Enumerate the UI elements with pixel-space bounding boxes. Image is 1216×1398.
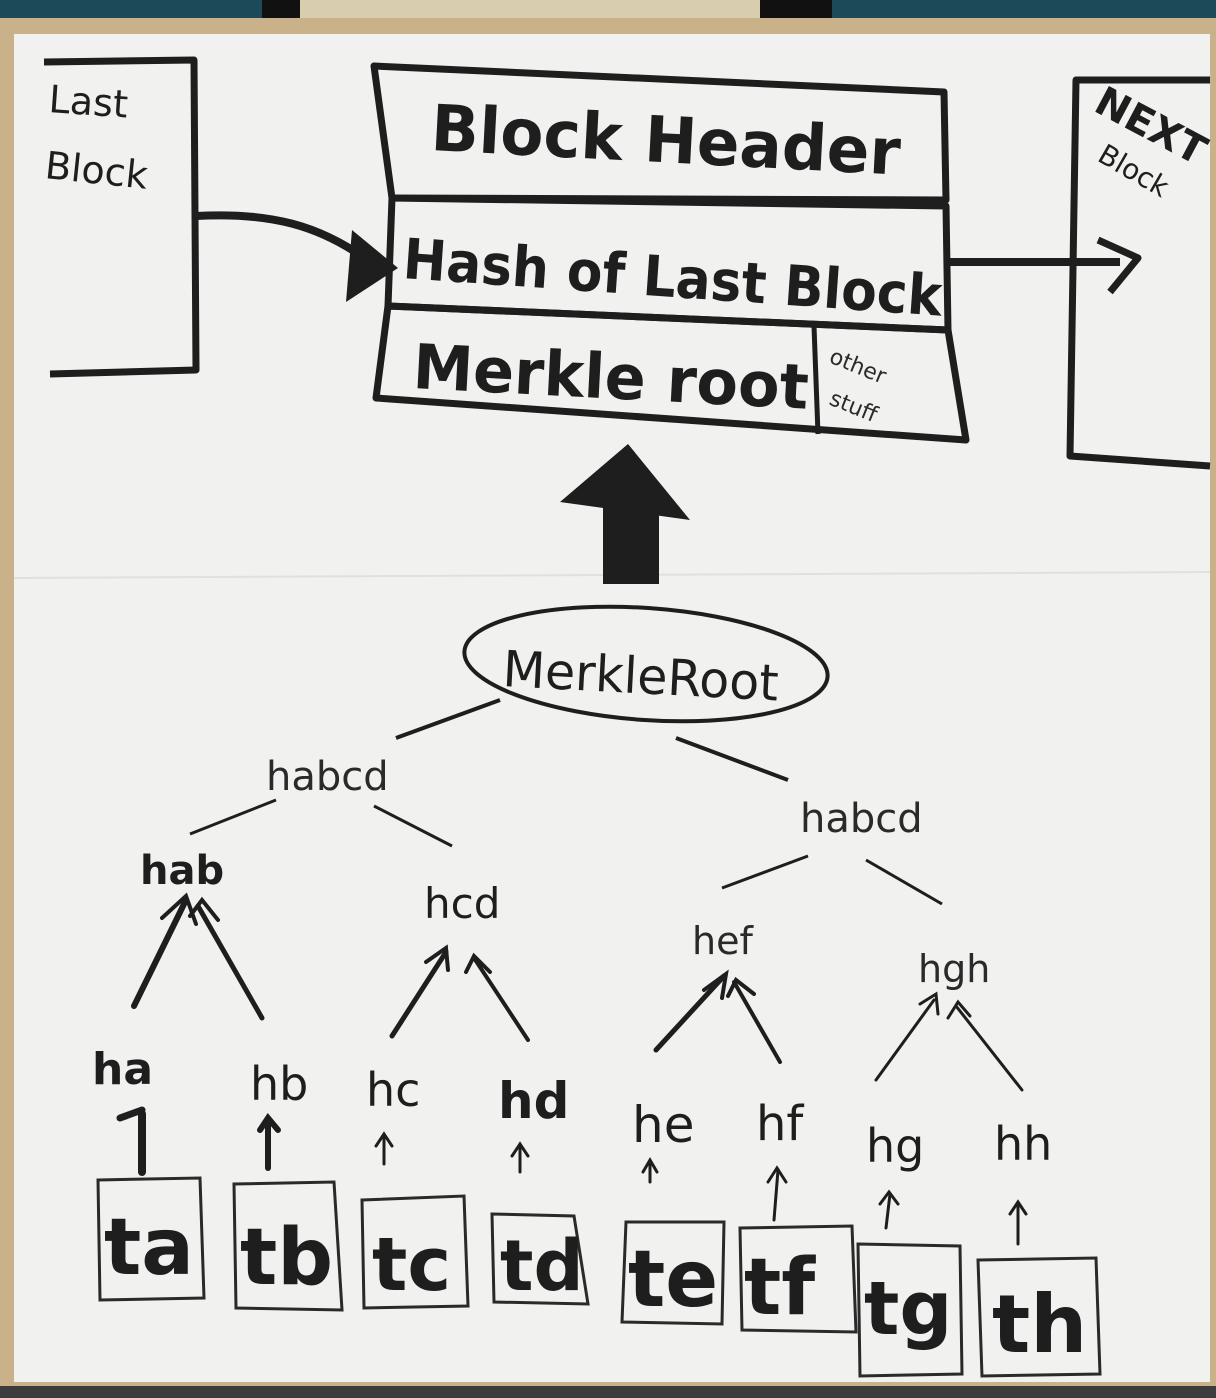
arrowhead-hab-right [188, 896, 220, 922]
tx-label-th: th [992, 1278, 1087, 1371]
arrowhead-hd [510, 1141, 530, 1158]
block-header-row [370, 62, 950, 204]
last-block-label-2: Block [43, 143, 150, 198]
level2-right-label: habcd [800, 796, 923, 842]
arrow-tg-hg [884, 1192, 892, 1230]
tx-label-tg: tg [864, 1266, 952, 1352]
hash-label-hf: hf [756, 1096, 804, 1152]
edge-root-left [395, 698, 501, 740]
level1-label-hab: hab [140, 848, 224, 894]
arrow-ha-hab [131, 897, 189, 1009]
tx-boxes [96, 1176, 1102, 1378]
arrowhead-hf [766, 1165, 788, 1184]
hash-label-hc: hc [366, 1063, 420, 1117]
hash-label-he: he [632, 1096, 694, 1154]
arrow-hg-hgh [874, 998, 936, 1082]
arrowhead-hgh-left [918, 991, 940, 1016]
tx-label-tf: tf [744, 1243, 816, 1333]
merkle-up-arrow [560, 444, 690, 584]
arrowhead-hc [374, 1131, 394, 1148]
tx-label-tc: tc [372, 1222, 451, 1308]
tx-box-tg [856, 1242, 964, 1378]
tx-box-tf [738, 1224, 858, 1334]
arrow-hc-hcd [389, 949, 449, 1039]
level2-left-label: habcd [266, 754, 389, 800]
level1-label-hcd: hcd [424, 879, 500, 928]
arrowhead-hh [1008, 1199, 1028, 1216]
up-arrow-shaft [603, 500, 659, 584]
merkle-tree: MerkleRoot habcd habcd hab hcd hef hgh [92, 604, 1102, 1378]
picture-inner [300, 0, 760, 18]
merkle-root-row [372, 302, 970, 444]
tx-box-th [976, 1256, 1102, 1378]
tx-label-td: td [500, 1225, 584, 1307]
merkle-root-node [462, 604, 830, 724]
hash-label-hg: hg [866, 1119, 924, 1173]
arrowhead-hef-left [702, 969, 729, 1000]
tx-box-tb [232, 1180, 344, 1312]
leaf-arrows [131, 892, 1024, 1092]
next-block-box [1066, 76, 1211, 470]
tx-label-tb: tb [240, 1213, 333, 1303]
hash-label-hh: hh [994, 1117, 1052, 1171]
last-block-label-1: Last [47, 77, 129, 126]
arrow-tf-hf [772, 1168, 780, 1222]
arrow-hh-hgh [954, 1004, 1024, 1092]
arrowhead-hb [257, 1112, 281, 1133]
tx-label-ta: ta [104, 1203, 194, 1293]
edge-habcd-hcd [373, 804, 453, 848]
last-block-box [43, 56, 200, 378]
bottom-bar [0, 1386, 1216, 1398]
tx-box-ta [96, 1176, 206, 1302]
hash-label-ha: ha [92, 1044, 153, 1095]
arrowhead-hg [878, 1189, 900, 1206]
arrow-hf-hef [732, 980, 782, 1064]
other-stuff-divider [811, 325, 821, 435]
hash-label-hd: hd [498, 1072, 569, 1130]
edge-habcd2-hef [721, 854, 809, 890]
arrow-hb-hab [195, 903, 265, 1021]
tx-arrows [116, 1106, 1028, 1246]
tx-box-te [620, 1220, 726, 1326]
arrowhead-hgh-right [946, 999, 972, 1020]
tx-box-td [490, 1212, 590, 1306]
hash-label-hb: hb [250, 1057, 308, 1111]
arrowhead-hcd-right [464, 952, 492, 974]
arrow-hd-hcd [472, 956, 530, 1042]
arrow-he-hef [653, 973, 727, 1053]
tx-box-tc [360, 1194, 470, 1310]
last-block: Last Block [43, 56, 200, 378]
arrowhead-he [641, 1157, 659, 1174]
edge-habcd-hab [189, 798, 277, 836]
hash-to-next-arrowhead [1096, 236, 1142, 295]
arrowhead-hef-right [726, 976, 756, 998]
edge-habcd2-hgh [865, 858, 943, 906]
level1-label-hef: hef [692, 919, 754, 963]
arrowhead-ha [116, 1106, 146, 1122]
level1-label-hgh: hgh [918, 947, 990, 991]
merkle-root-label: MerkleRoot [501, 640, 780, 712]
edge-root-right [675, 736, 789, 782]
arrowhead-hcd-left [424, 944, 450, 972]
tx-label-te: te [628, 1235, 718, 1325]
last-to-hash-arrowhead [346, 230, 398, 302]
